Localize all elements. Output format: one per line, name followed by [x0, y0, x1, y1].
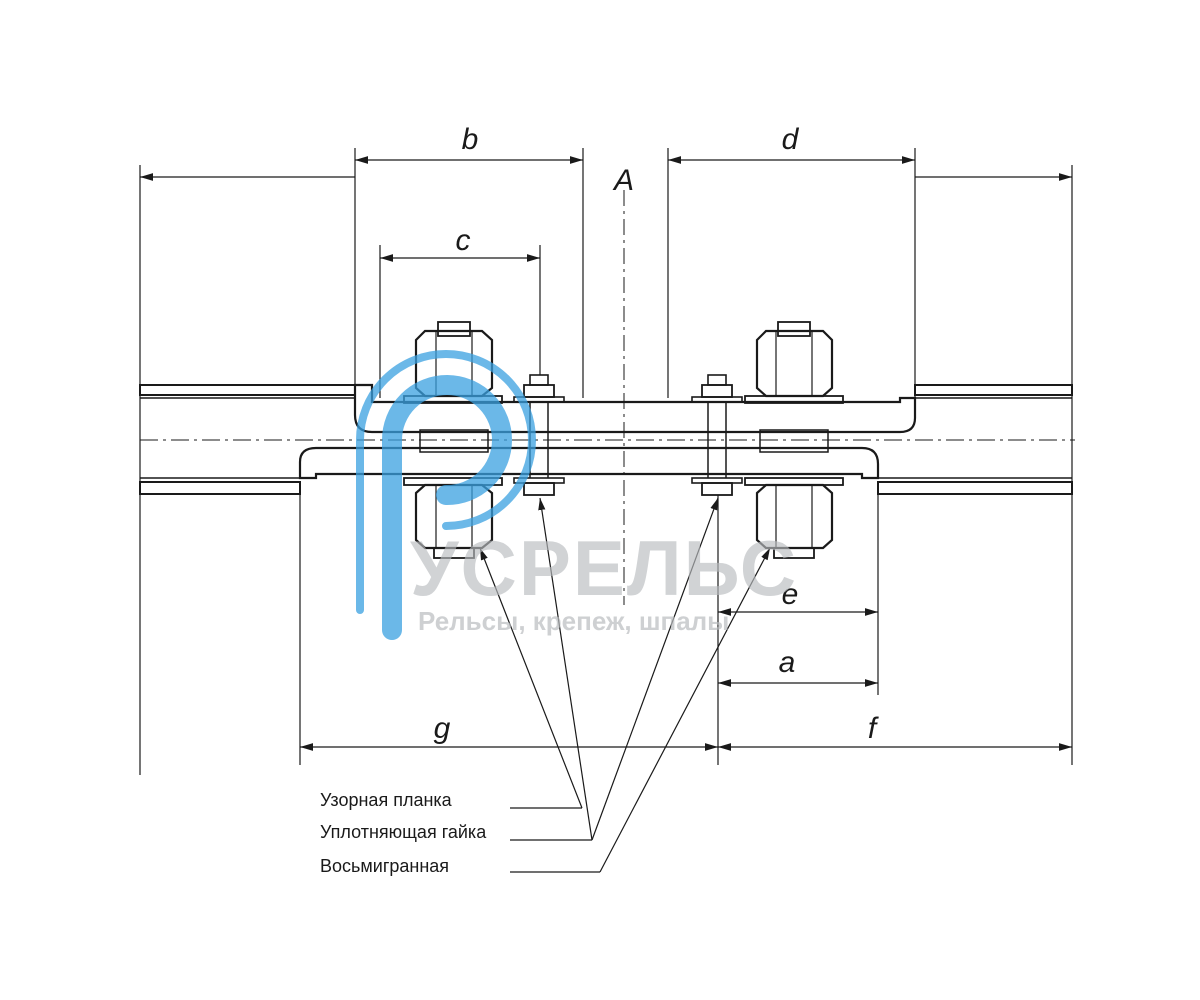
dim-label-d: d: [782, 123, 800, 156]
dim-label-a: a: [779, 646, 796, 679]
section-label-a: A: [612, 164, 634, 197]
upper-joint-bar: [353, 383, 917, 434]
p-letter-logo-icon: [356, 350, 536, 640]
label-octagonal: Восьмигранная: [320, 856, 449, 876]
dim-label-b: b: [462, 123, 479, 156]
right-bolt-assembly: [744, 321, 844, 559]
watermark: УСРЕЛЬС Рельсы, крепеж, шпалы: [356, 350, 798, 640]
right-small-bolt: [691, 374, 743, 496]
extension-lines: [139, 148, 1073, 775]
label-sealing-nut: Уплотняющая гайка: [320, 822, 487, 842]
dim-label-g: g: [434, 712, 451, 745]
watermark-tagline: Рельсы, крепеж, шпалы: [418, 606, 729, 636]
dimension-lines: [140, 156, 1072, 751]
leader-lines: [479, 497, 771, 873]
dim-label-c: c: [456, 224, 471, 257]
watermark-brand: УСРЕЛЬС: [410, 524, 798, 612]
lower-joint-bar: [298, 446, 880, 480]
label-pattern-plate: Узорная планка: [320, 790, 453, 810]
dim-label-f: f: [868, 712, 879, 745]
dim-label-e: e: [782, 578, 799, 611]
